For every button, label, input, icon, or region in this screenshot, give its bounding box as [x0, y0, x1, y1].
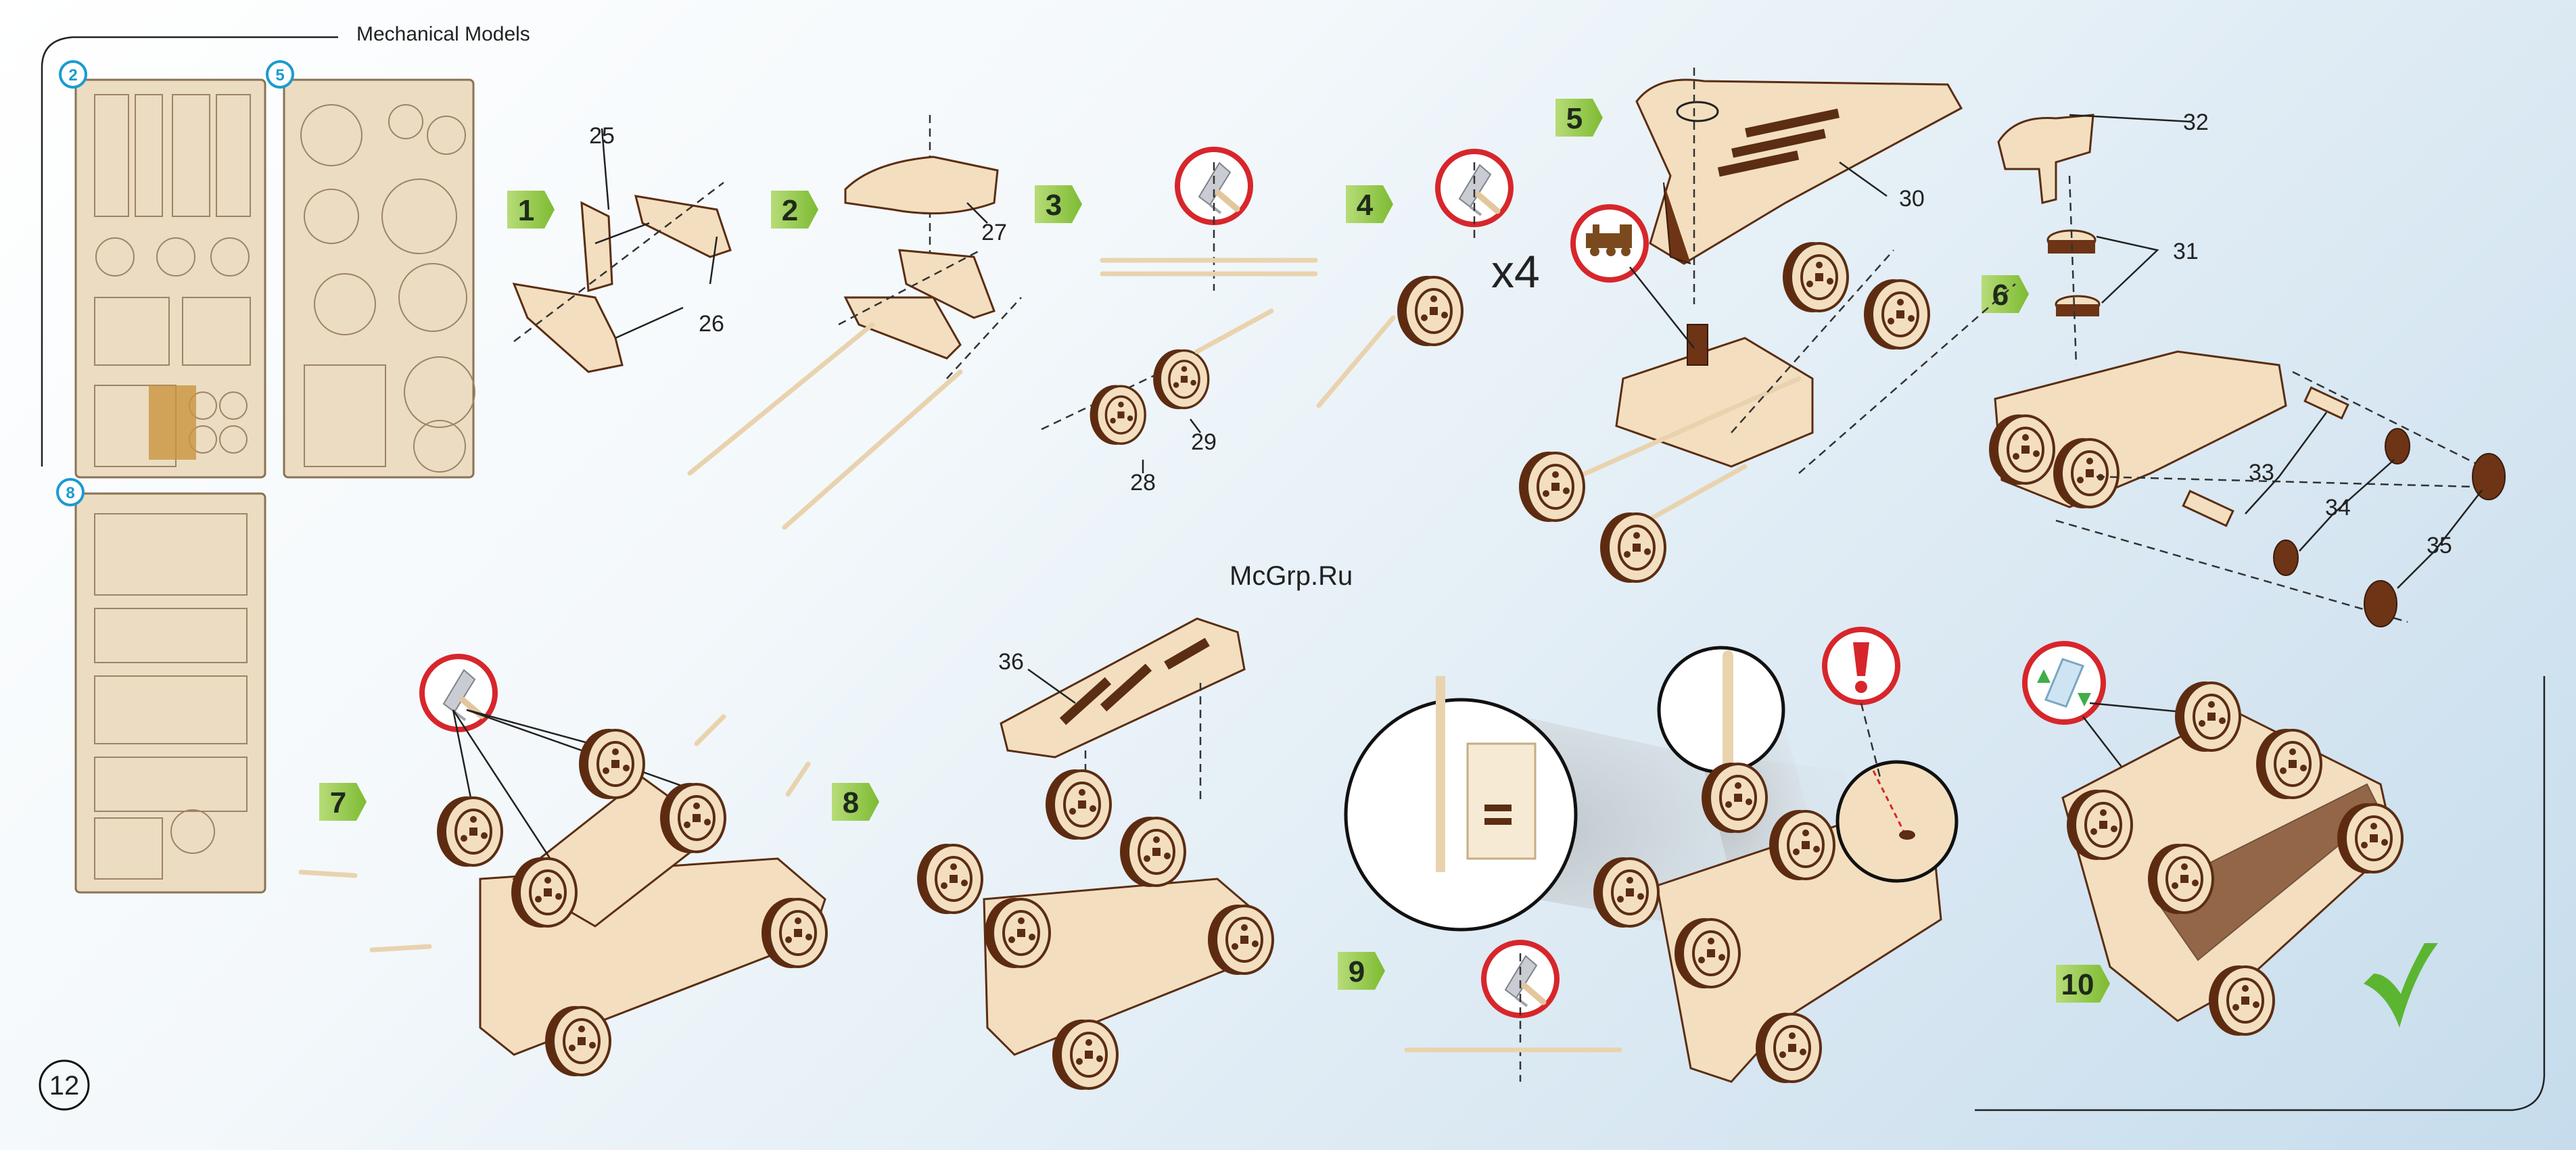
- step-1-assembly: [514, 128, 730, 372]
- watermark: McGrp.Ru: [1230, 561, 1353, 591]
- page-number-badge: 12: [40, 1061, 89, 1109]
- part-label-35: 35: [2427, 533, 2452, 558]
- knife-icon: [1177, 149, 1250, 222]
- sheet-2: [76, 80, 265, 477]
- svg-text:5: 5: [275, 66, 284, 85]
- part-label-31: 31: [2173, 239, 2199, 264]
- wax-icon: [2025, 644, 2103, 722]
- step-badge-4: 4: [1346, 185, 1393, 223]
- svg-text:12: 12: [49, 1071, 80, 1101]
- svg-text:3: 3: [1046, 189, 1062, 222]
- step-badge-9: 9: [1338, 952, 1385, 990]
- svg-text:2: 2: [68, 66, 77, 85]
- train-head-icon: [1573, 207, 1646, 280]
- step-badge-1: 1: [507, 191, 555, 229]
- exclamation-icon: [1825, 629, 1898, 702]
- svg-text:1: 1: [518, 194, 534, 227]
- step-9-assembly: [1346, 629, 1957, 1083]
- svg-text:5: 5: [1566, 102, 1583, 135]
- sheet-badge: 5: [267, 62, 293, 87]
- header-title: Mechanical Models: [356, 23, 530, 45]
- part-label-26: 26: [699, 311, 724, 337]
- step-3-assembly: [1041, 149, 1315, 473]
- step-badge-7: 7: [319, 783, 367, 821]
- sheet-badge: 2: [60, 62, 86, 87]
- step-badge-6: 6: [1982, 275, 2029, 313]
- checkmark-icon: [2364, 943, 2438, 1028]
- svg-text:7: 7: [330, 786, 346, 819]
- step-badge-10: 10: [2056, 965, 2110, 1003]
- step-2-assembly: [690, 115, 1021, 527]
- step-5-assembly: [1519, 68, 2015, 583]
- step-badge-3: 3: [1035, 185, 1082, 223]
- part-label-33: 33: [2249, 460, 2274, 485]
- svg-text:8: 8: [843, 786, 859, 819]
- step-7-assembly: [301, 656, 826, 1076]
- step-8-assembly: [917, 619, 1273, 1090]
- part-label-25: 25: [589, 123, 615, 149]
- sheet-8: [76, 494, 265, 892]
- svg-text:6: 6: [1992, 279, 2009, 312]
- part-label-28: 28: [1130, 470, 1156, 496]
- multiplier-label: x4: [1491, 246, 1540, 297]
- step-badge-2: 2: [771, 191, 818, 229]
- step-badge-8: 8: [832, 783, 879, 821]
- svg-text:4: 4: [1357, 189, 1374, 222]
- part-label-29: 29: [1191, 429, 1217, 455]
- svg-text:10: 10: [2061, 968, 2094, 1001]
- part-label-36: 36: [998, 649, 1024, 675]
- svg-text:9: 9: [1349, 955, 1365, 988]
- step-badge-5: 5: [1555, 99, 1603, 137]
- part-label-32: 32: [2183, 110, 2209, 135]
- part-label-27: 27: [981, 220, 1007, 245]
- part-label-34: 34: [2325, 495, 2351, 521]
- sheet-badge: 8: [57, 479, 83, 505]
- sheet-5: [284, 80, 475, 477]
- svg-text:2: 2: [782, 194, 798, 227]
- svg-text:8: 8: [66, 484, 74, 502]
- part-label-30: 30: [1899, 186, 1925, 212]
